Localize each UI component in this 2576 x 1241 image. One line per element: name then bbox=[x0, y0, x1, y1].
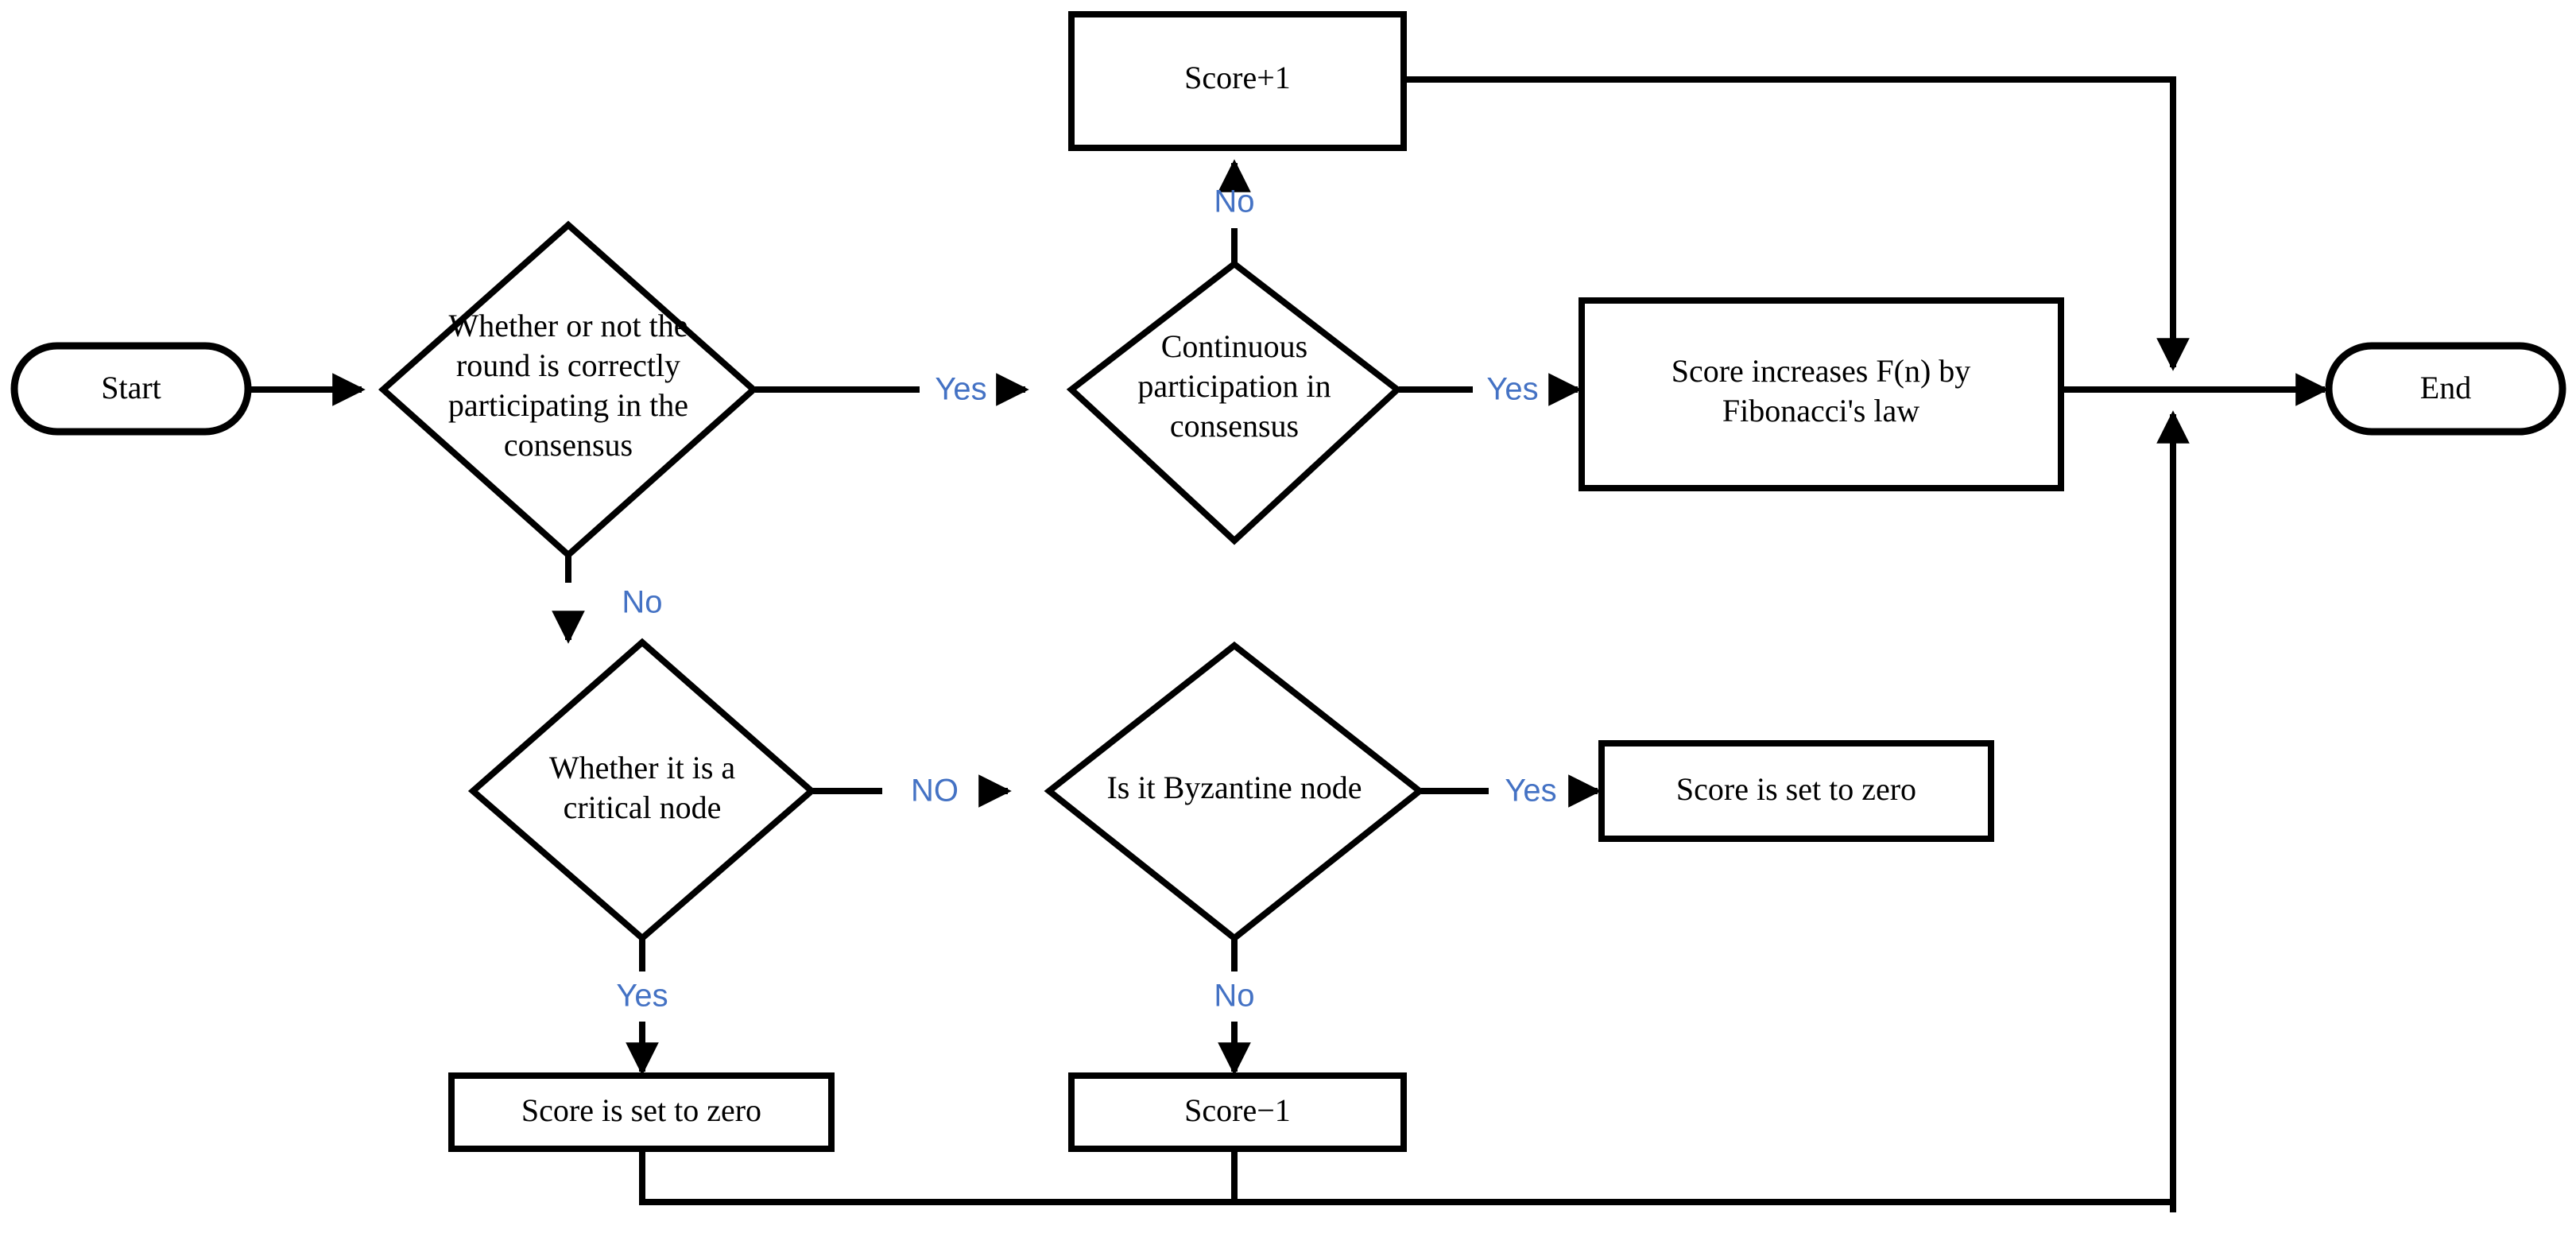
node-score-zero-bottom[interactable] bbox=[448, 1072, 835, 1152]
node-score-minus-1[interactable] bbox=[1068, 1072, 1407, 1152]
node-end-label: End bbox=[2420, 370, 2471, 405]
node-decision-critical-line-1: Whether it is a bbox=[549, 750, 736, 785]
node-score-zero-right-label: Score is set to zero bbox=[1676, 771, 1916, 807]
node-score-plus-1[interactable] bbox=[1068, 11, 1407, 151]
edge-label-correct-no: No bbox=[622, 585, 662, 620]
edge-scoreplus1-to-merge bbox=[1404, 76, 2190, 371]
node-decision-continuous-line-1: Continuous bbox=[1161, 328, 1307, 364]
node-decision-byzantine-label: Is it Byzantine node bbox=[1106, 770, 1362, 805]
node-start[interactable] bbox=[10, 342, 252, 436]
edge-label-continuous-yes: Yes bbox=[1486, 372, 1538, 407]
node-score-zero-bottom-label: Score is set to zero bbox=[521, 1092, 761, 1128]
node-score-plus-1-label: Score+1 bbox=[1184, 60, 1291, 95]
node-fibonacci-line-2: Fibonacci's law bbox=[1722, 393, 1919, 429]
node-fibonacci-line-1: Score increases F(n) by bbox=[1671, 353, 1971, 389]
node-decision-critical-line-2: critical node bbox=[564, 789, 722, 825]
node-decision-continuous[interactable] bbox=[1066, 259, 1403, 545]
node-decision-correct-line-1: Whether or not the bbox=[449, 308, 688, 343]
node-decision-correct-line-3: participating in the bbox=[448, 387, 688, 423]
node-decision-continuous-line-2: participation in bbox=[1137, 368, 1331, 404]
edge-label-byzantine-no: No bbox=[1214, 979, 1254, 1014]
node-start-label: Start bbox=[101, 370, 161, 405]
node-decision-correct-line-2: round is correctly bbox=[456, 347, 680, 383]
node-decision-correct[interactable] bbox=[378, 220, 759, 560]
node-decision-continuous-line-3: consensus bbox=[1170, 408, 1299, 444]
node-end[interactable] bbox=[2325, 342, 2566, 436]
edge-zerobottom-to-bus bbox=[639, 1149, 2176, 1212]
node-decision-critical[interactable] bbox=[467, 638, 817, 943]
edge-label-critical-no: NO bbox=[911, 774, 959, 809]
node-score-zero-right[interactable] bbox=[1598, 740, 1994, 842]
edge-label-byzantine-yes: Yes bbox=[1505, 774, 1556, 809]
node-decision-correct-line-4: consensus bbox=[504, 427, 633, 463]
edge-label-critical-yes: Yes bbox=[616, 979, 668, 1014]
edge-label-correct-yes: Yes bbox=[935, 372, 986, 407]
node-score-minus-1-label: Score−1 bbox=[1184, 1092, 1291, 1128]
node-decision-byzantine[interactable] bbox=[1044, 641, 1425, 943]
edge-label-continuous-no: No bbox=[1214, 184, 1254, 219]
node-fibonacci[interactable] bbox=[1579, 297, 2064, 491]
